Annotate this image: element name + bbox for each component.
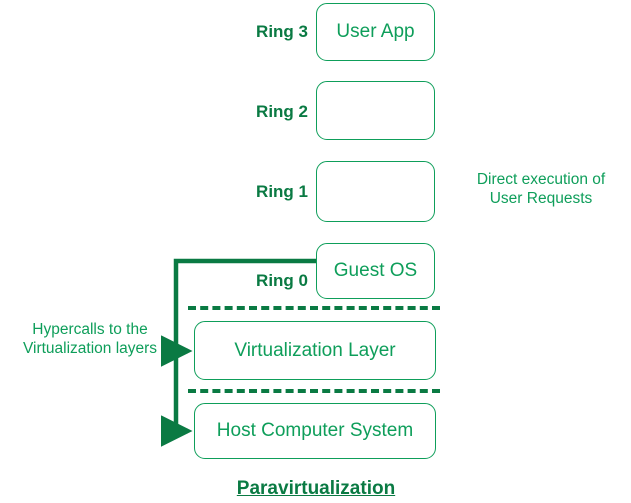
ring-label-3: Ring 3 bbox=[256, 22, 308, 41]
note-direct-execution-line1: Direct execution of bbox=[476, 171, 606, 188]
dashed-separator-upper bbox=[188, 306, 440, 310]
layer-box-host-computer-system-text: Host Computer System bbox=[216, 420, 414, 441]
note-hypercalls: Hypercalls to the Virtualization layers bbox=[8, 320, 172, 358]
ring-box-user-app-text: User App bbox=[336, 21, 415, 42]
ring-box-guest-os: Guest OS bbox=[316, 243, 435, 299]
ring-label-2: Ring 2 bbox=[256, 102, 308, 121]
note-hypercalls-line2: Virtualization layers bbox=[22, 340, 158, 357]
ring-label-0: Ring 0 bbox=[256, 271, 308, 290]
ring-box-ring2 bbox=[316, 81, 435, 140]
dashed-separator-lower bbox=[188, 389, 440, 393]
note-direct-execution: Direct execution of User Requests bbox=[456, 170, 626, 208]
layer-box-host-computer-system: Host Computer System bbox=[194, 403, 436, 459]
note-direct-execution-line2: User Requests bbox=[489, 190, 593, 207]
ring-box-user-app: User App bbox=[316, 3, 435, 61]
note-hypercalls-line1: Hypercalls to the bbox=[32, 321, 148, 338]
ring-box-guest-os-text: Guest OS bbox=[333, 260, 418, 281]
diagram-caption: Paravirtualization bbox=[236, 478, 396, 499]
ring-label-1: Ring 1 bbox=[256, 182, 308, 201]
ring-box-ring1 bbox=[316, 161, 435, 222]
layer-box-virtualization: Virtualization Layer bbox=[194, 321, 436, 380]
layer-box-virtualization-text: Virtualization Layer bbox=[234, 339, 396, 361]
